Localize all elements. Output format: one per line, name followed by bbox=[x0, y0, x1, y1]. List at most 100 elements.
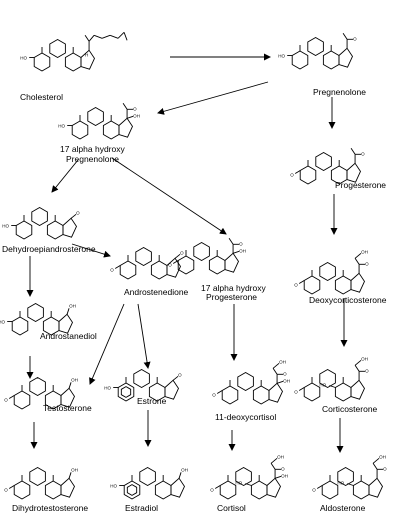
c17-oxygen: O bbox=[180, 250, 184, 255]
keto-oxygen: O bbox=[210, 488, 214, 493]
keto-oxygen: O bbox=[212, 393, 216, 398]
hydroxyl-group: HO bbox=[2, 224, 9, 229]
ring-a bbox=[15, 220, 33, 240]
label-estradiol: Estradiol bbox=[125, 503, 158, 513]
ring-d bbox=[268, 382, 283, 403]
ring-b bbox=[31, 206, 48, 227]
c17-hydroxyl-bond bbox=[276, 380, 284, 384]
c21-methyl bbox=[354, 365, 360, 372]
ring-d bbox=[338, 47, 353, 68]
c17-keto bbox=[70, 213, 77, 219]
label-dihydrotestosterone: Dihydrotestosterone bbox=[12, 503, 88, 513]
keto-oxygen: O bbox=[110, 268, 114, 273]
keto-oxygen: O bbox=[294, 390, 298, 395]
c17-hydroxyl: OH bbox=[69, 303, 76, 308]
c20-oxygen: O bbox=[383, 466, 387, 471]
label-hydroxy-pregnenolone-line2: Pregnenolone bbox=[66, 154, 119, 164]
ring-d bbox=[224, 252, 239, 273]
hydroxyl-group: HO bbox=[0, 320, 5, 325]
keto-bond bbox=[216, 390, 223, 394]
ring-a bbox=[71, 120, 89, 140]
keto-oxygen: O bbox=[168, 263, 172, 268]
label-hydroxy-progesterone-line1: 17 alpha hydroxy bbox=[201, 283, 266, 293]
keto-oxygen: O bbox=[294, 283, 298, 288]
dihydrotestosterone-structure: OOH bbox=[4, 466, 78, 500]
c21-methyl bbox=[350, 148, 356, 155]
ring-d bbox=[62, 217, 77, 238]
ring-d bbox=[368, 477, 383, 498]
c21-methyl bbox=[122, 103, 128, 110]
ring-a bbox=[291, 50, 309, 70]
hydroxyl-group: HO bbox=[110, 484, 117, 489]
arrow-androstenedione-testosterone bbox=[89, 303, 125, 385]
androstanediol-structure: HO OH bbox=[0, 302, 76, 336]
cholesterol-structure: HOH bbox=[20, 31, 128, 72]
androstenedione-structure: OO bbox=[110, 246, 184, 280]
keto-oxygen: O bbox=[290, 173, 294, 178]
ring-b bbox=[27, 302, 44, 323]
keto-bond bbox=[172, 260, 179, 264]
ring-a bbox=[299, 165, 317, 185]
compound-labels: Cholesterol Pregnenolone 17 alpha hydrox… bbox=[2, 87, 387, 513]
label-deoxycorticosterone: Deoxycorticosterone bbox=[309, 295, 387, 305]
aromatic-inner-ring bbox=[126, 484, 138, 496]
c21-methyl bbox=[270, 463, 276, 470]
label-androstenedione: Androstenedione bbox=[124, 287, 189, 297]
ring-b bbox=[307, 36, 324, 57]
c17-hydroxyl: OH bbox=[181, 467, 188, 472]
side-chain-bond bbox=[109, 34, 119, 39]
label-androstanediol: Androstanediol bbox=[40, 331, 97, 341]
label-hydroxy-progesterone-line2: Progesterone bbox=[206, 292, 257, 302]
ring-b bbox=[315, 151, 332, 172]
hydroxyl-group: HO bbox=[58, 124, 65, 129]
ring-b bbox=[133, 368, 150, 389]
ring-d bbox=[60, 387, 75, 408]
ring-d bbox=[170, 477, 185, 498]
label-hydroxy-pregnenolone-line1: 17 alpha hydroxy bbox=[60, 144, 125, 154]
keto-bond bbox=[8, 395, 15, 399]
c21-methyl bbox=[372, 463, 378, 470]
ring-a bbox=[33, 52, 51, 72]
testosterone-structure: OOH bbox=[4, 376, 78, 410]
ring-a bbox=[221, 385, 239, 405]
arrow-dhea-androstenedione bbox=[71, 243, 111, 258]
estrone-structure: HOO bbox=[104, 368, 182, 402]
c17-hydroxyl-bond bbox=[68, 472, 72, 479]
c21-hydroxyl: OH bbox=[379, 454, 386, 459]
ring-a bbox=[303, 275, 321, 295]
c17-hydroxyl-bond bbox=[232, 250, 240, 254]
hydroxyl-group: HO bbox=[20, 56, 27, 61]
label-aldosterone: Aldosterone bbox=[320, 503, 366, 513]
c11-hydroxyl: HO bbox=[319, 383, 326, 388]
c21-hydroxyl: OH bbox=[361, 356, 368, 361]
estradiol-structure: HO OH bbox=[110, 466, 188, 500]
c17-oxygen: O bbox=[76, 210, 80, 215]
keto-bond bbox=[8, 485, 15, 489]
ring-b bbox=[87, 106, 104, 127]
c21-methyl bbox=[84, 35, 90, 42]
side-chain-bond bbox=[117, 31, 125, 39]
ring-c bbox=[150, 260, 168, 280]
ring-c bbox=[46, 220, 64, 240]
ring-d bbox=[350, 379, 365, 400]
c11-hydroxyl: HO bbox=[235, 481, 242, 486]
c21-hydroxyl: OH bbox=[361, 249, 368, 254]
ring-b bbox=[337, 466, 354, 487]
c20-oxygen: O bbox=[133, 106, 137, 111]
hydroxyl-group: HO bbox=[278, 54, 285, 59]
c20-oxygen: O bbox=[361, 151, 365, 156]
ring-a bbox=[13, 390, 31, 410]
c17-hydroxyl: OH bbox=[239, 248, 246, 253]
ring-c bbox=[252, 385, 270, 405]
c20-oxygen: O bbox=[239, 241, 243, 246]
c21-hydroxyl-bond bbox=[354, 252, 362, 259]
ring-b bbox=[135, 246, 152, 267]
ring-d bbox=[166, 257, 181, 278]
ring-c bbox=[250, 480, 268, 500]
